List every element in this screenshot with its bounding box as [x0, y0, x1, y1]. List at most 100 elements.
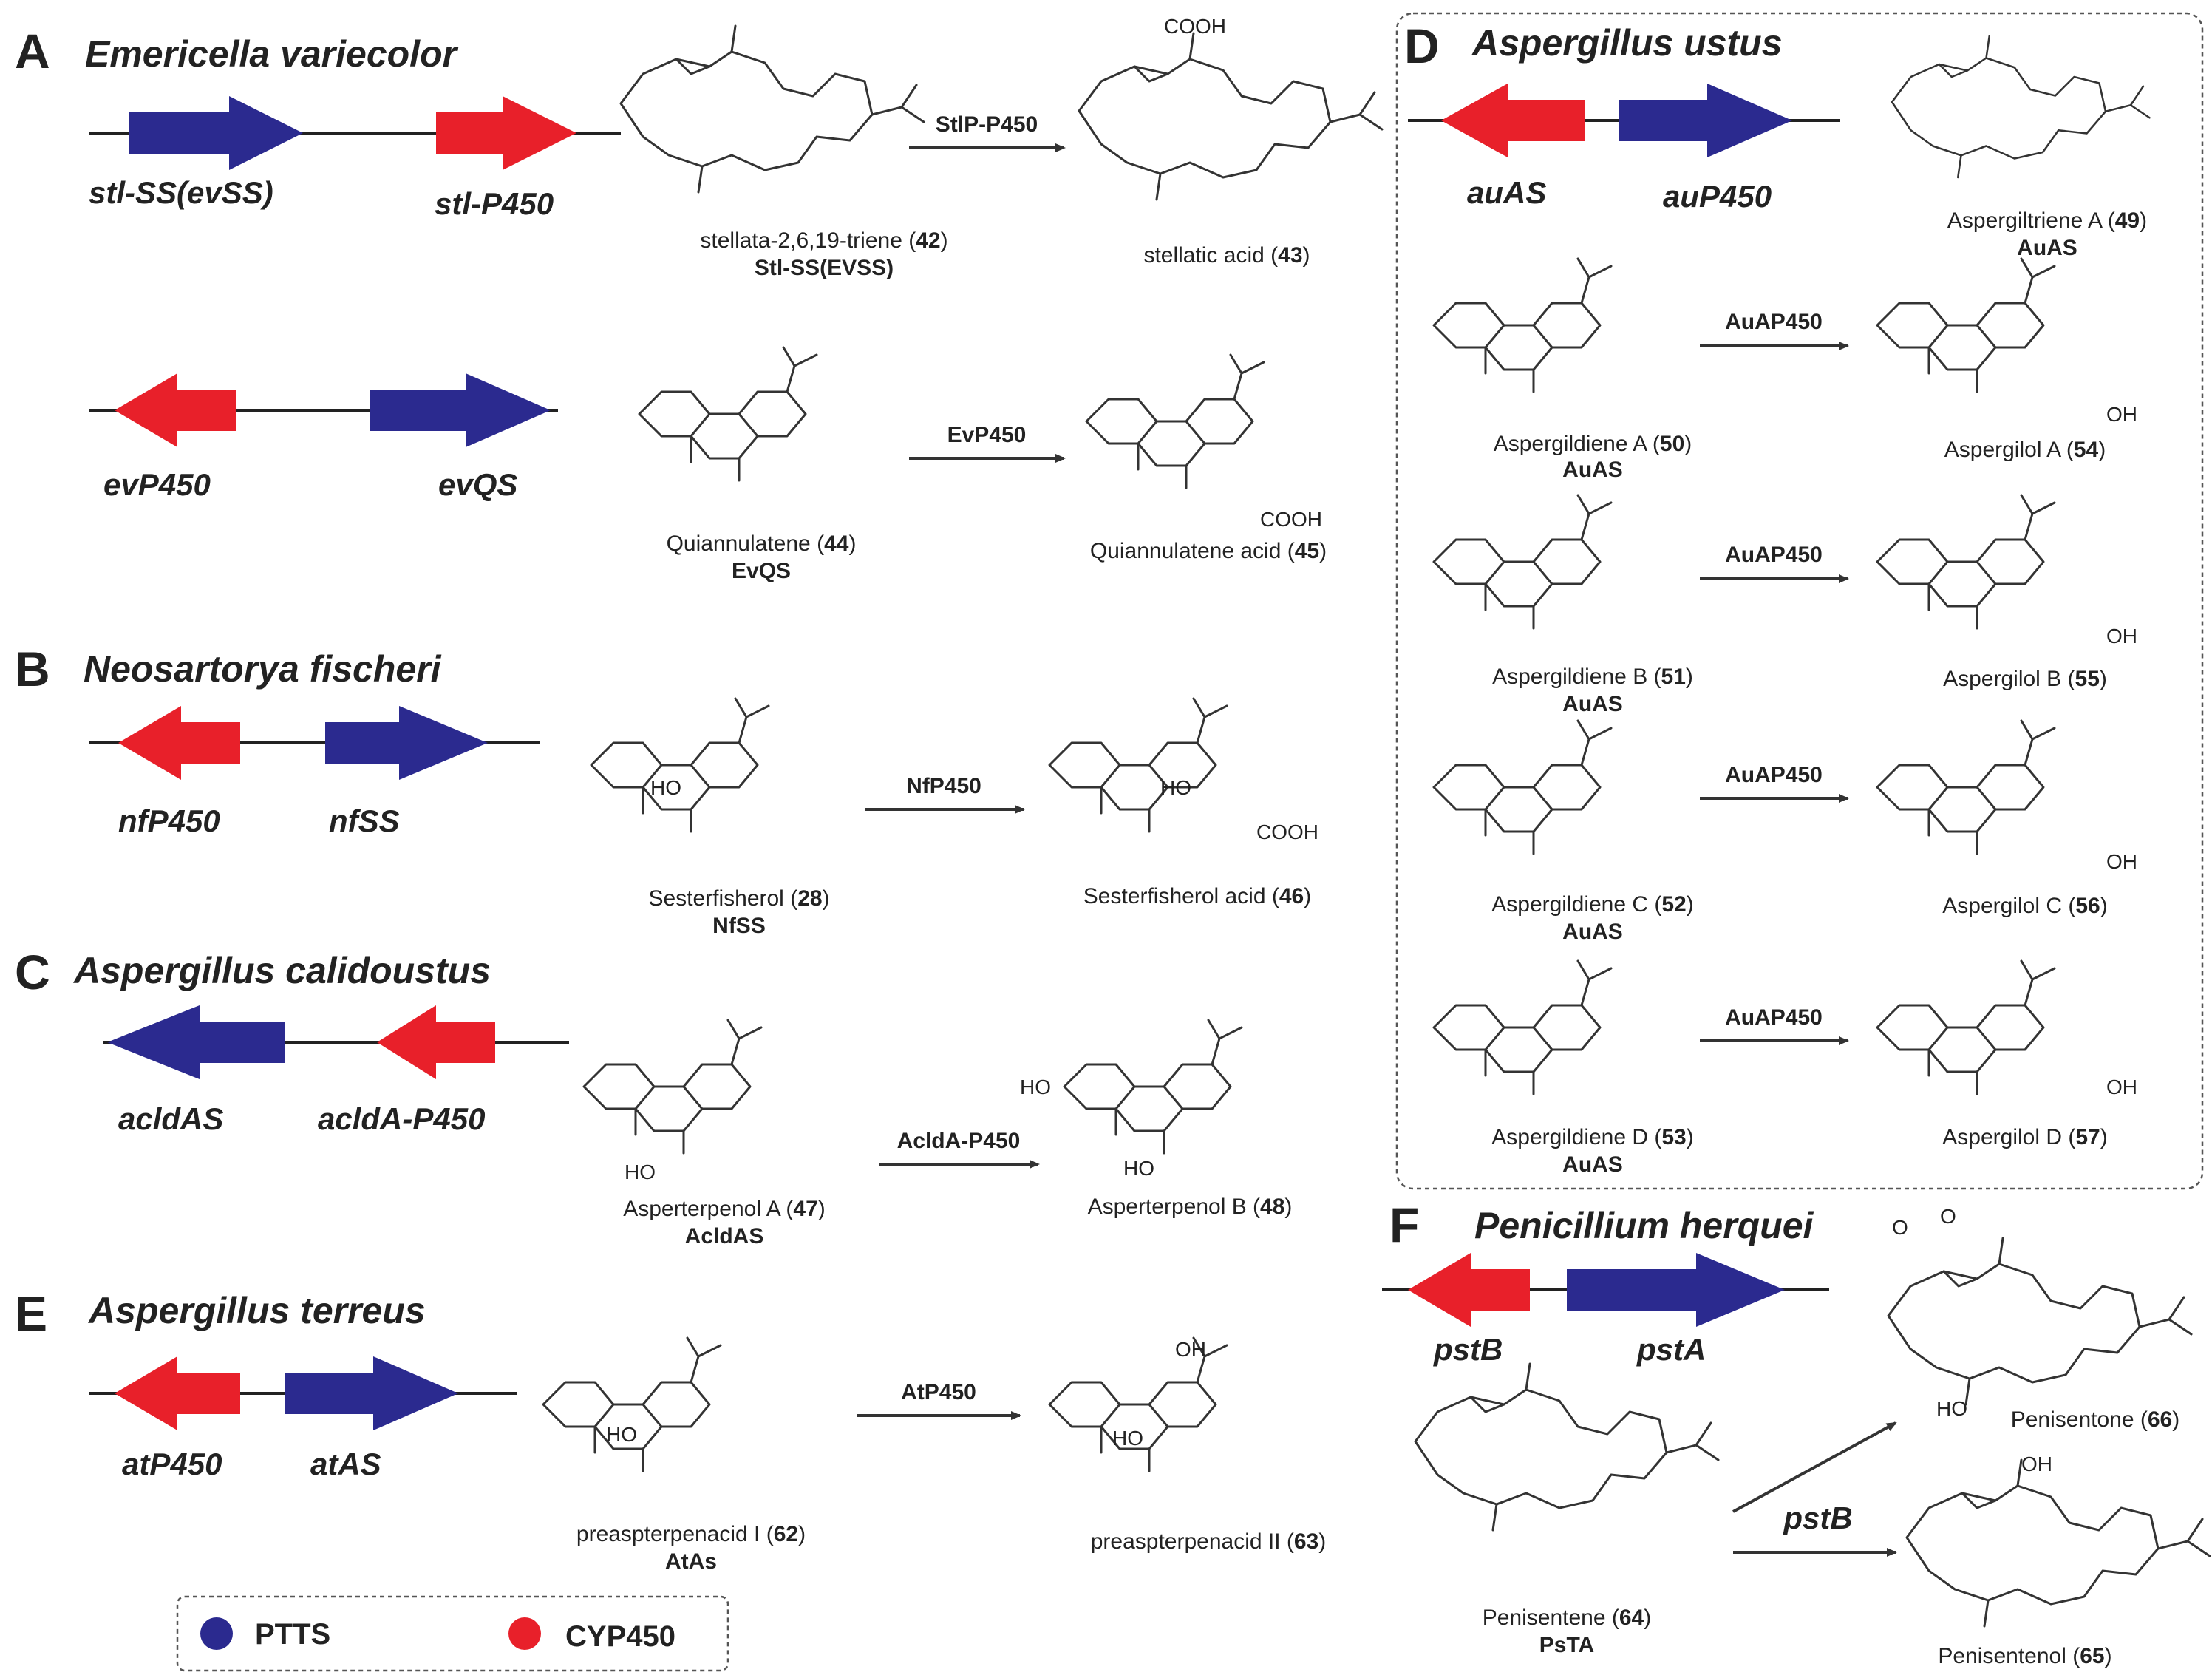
reaction-enzyme-label: AuAP450	[1725, 543, 1823, 567]
reaction-enzyme-label: AtP450	[901, 1380, 976, 1404]
panel-d: D Aspergillus ustus auAS auP450 Aspergil…	[1395, 12, 2204, 1190]
structure-64	[1414, 1362, 1720, 1532]
panel-label-a: A	[15, 24, 50, 78]
gene-arrow-cyp450	[377, 1005, 495, 1079]
panel-label-e: E	[15, 1286, 47, 1341]
compound-label-46: Sesterfisherol acid (46)	[1083, 884, 1312, 908]
gene-label: pstA	[1636, 1332, 1706, 1367]
panel-label-c: C	[15, 945, 50, 999]
reaction-enzyme-label: NfP450	[906, 774, 981, 798]
gene-arrow-cyp450	[115, 1356, 240, 1430]
compound-label-47: Asperterpenol A (47)	[623, 1197, 826, 1221]
compound-label-28: Sesterfisherol (28)	[648, 886, 829, 911]
gene-label: stl-P450	[435, 186, 554, 221]
panel-b: B Neosartorya fischeri nfP450 nfSS HO Se…	[15, 642, 1318, 938]
enzyme-label: AcldAS	[685, 1224, 764, 1248]
legend: PTTS CYP450	[176, 1595, 729, 1672]
panel-label-d: D	[1404, 18, 1440, 73]
atom-label: HO	[1160, 776, 1191, 799]
reaction-enzyme-label: AuAP450	[1725, 310, 1823, 334]
enzyme-label: PsTA	[1539, 1633, 1594, 1657]
gene-label: atAS	[310, 1447, 381, 1481]
structure-28	[590, 697, 770, 833]
compound-label-48: Asperterpenol B (48)	[1088, 1195, 1293, 1219]
gene-arrow-ptts	[370, 373, 551, 447]
legend-label-ptts: PTTS	[255, 1618, 330, 1651]
atom-label: COOH	[1256, 820, 1318, 843]
gene-label: atP450	[122, 1447, 222, 1481]
gene-arrow-ptts	[129, 96, 303, 170]
organism-name: Penicillium herquei	[1474, 1205, 1814, 1246]
gene-label: evP450	[103, 467, 211, 502]
atom-label: HO	[1020, 1076, 1051, 1098]
structure-48	[1063, 1019, 1243, 1155]
structure-49	[1891, 35, 2151, 179]
legend-label-cyp450: CYP450	[565, 1620, 675, 1653]
panel-label-f: F	[1389, 1197, 1419, 1252]
atom-label: HO	[1123, 1157, 1154, 1180]
gene-arrow-ptts	[1619, 84, 1792, 157]
enzyme-label: AuAS	[2017, 236, 2077, 260]
gene-arrow-cyp450	[1441, 84, 1585, 157]
conversion-row: Aspergildiene A (50) AuAS AuAP450 OH Asp…	[1432, 257, 2137, 482]
gene-arrow-ptts	[1567, 1253, 1785, 1327]
gene-label: auP450	[1663, 179, 1772, 214]
atom-label: O	[1892, 1216, 1908, 1239]
enzyme-label: AuAS	[1562, 692, 1623, 716]
structure-51	[1432, 494, 1613, 630]
panel-d-box	[1395, 12, 2204, 1190]
panel-e: E Aspergillus terreus atP450 atAS HO pre…	[15, 1286, 1326, 1574]
organism-name: Aspergillus ustus	[1471, 22, 1783, 64]
structure-43	[1078, 32, 1384, 201]
reaction-enzyme-label: EvP450	[947, 423, 1027, 447]
enzyme-label: AuAS	[1562, 920, 1623, 944]
compound-label-56: Aspergilol C (56)	[1942, 894, 2107, 918]
panel-label-b: B	[15, 642, 50, 696]
reaction-arrow	[1732, 1421, 1897, 1513]
structure-46	[1048, 697, 1228, 833]
structure-53	[1432, 959, 1613, 1095]
enzyme-label: EvQS	[732, 559, 791, 583]
organism-name: Neosartorya fischeri	[84, 648, 442, 690]
enzyme-label: AuAS	[1562, 1152, 1623, 1177]
enzyme-label: AuAS	[1562, 458, 1623, 482]
gene-arrow-ptts	[285, 1356, 458, 1430]
structure-66	[1887, 1237, 2193, 1406]
compound-label-52: Aspergildiene C (52)	[1491, 892, 1694, 917]
conversion-row: Aspergildiene B (51) AuAS AuAP450 OH Asp…	[1432, 494, 2137, 716]
gene-arrow-cyp450	[115, 373, 236, 447]
compound-label-53: Aspergildiene D (53)	[1491, 1125, 1694, 1149]
gene-label: stl-SS(evSS)	[89, 175, 273, 210]
atom-label: HO	[650, 776, 681, 799]
compound-label-44: Quiannulatene (44)	[667, 531, 857, 556]
atom-label: COOH	[1260, 508, 1322, 531]
atom-label: OH	[1175, 1338, 1206, 1361]
compound-label-50: Aspergildiene A (50)	[1494, 432, 1692, 456]
gene-label: acldAS	[118, 1101, 223, 1136]
structure-62	[542, 1336, 722, 1472]
enzyme-label: NfSS	[712, 914, 766, 938]
atom-label: HO	[1936, 1397, 1967, 1420]
structure-56	[1876, 719, 2056, 855]
gene-label: auAS	[1467, 175, 1546, 210]
compound-label-57: Aspergilol D (57)	[1942, 1125, 2107, 1149]
structure-57	[1876, 959, 2056, 1095]
structure-42	[619, 24, 925, 194]
compound-label-42: stellata-2,6,19-triene (42)	[700, 228, 947, 253]
atom-label: OH	[2106, 403, 2137, 426]
gene-label: nfP450	[118, 803, 220, 838]
atom-label: COOH	[1164, 15, 1226, 38]
conversion-row: Aspergildiene D (53) AuAS AuAP450 OH Asp…	[1432, 959, 2137, 1177]
legend-swatch-cyp450	[508, 1617, 541, 1650]
structure-45	[1085, 353, 1265, 489]
compound-label-45: Quiannulatene acid (45)	[1090, 539, 1327, 563]
compound-label-55: Aspergilol B (55)	[1943, 667, 2107, 691]
atom-label: OH	[2021, 1453, 2052, 1475]
atom-label: O	[1940, 1205, 1956, 1228]
gene-label: evQS	[438, 467, 517, 503]
compound-label-62: preaspterpenacid I (62)	[576, 1522, 806, 1546]
gene-label: nfSS	[329, 803, 400, 838]
gene-arrow-cyp450	[118, 706, 240, 780]
panel-f: F Penicillium herquei pstB pstA Penisent…	[1382, 1197, 2211, 1668]
